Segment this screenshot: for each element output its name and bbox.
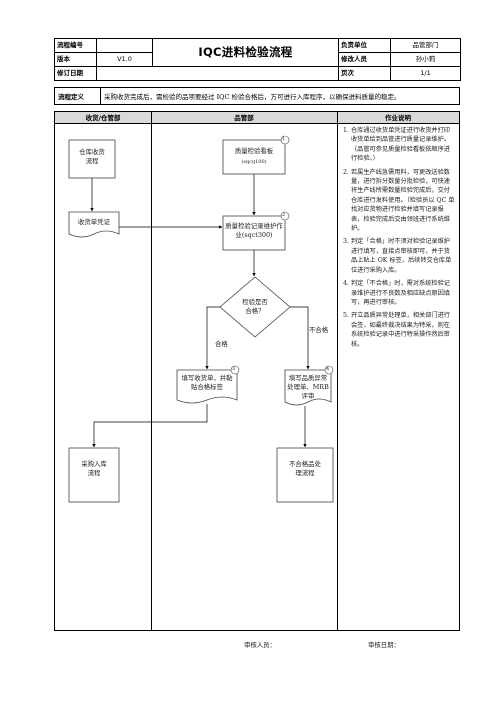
page-number-label: 页次 (338, 66, 391, 81)
nonconform-box (276, 447, 334, 503)
description-item: 3.判定「合格」时不须对检验记录维护进行填写，直接点审核即可，并于货品上贴上 O… (343, 237, 455, 275)
description-item: 5.开立品质异常处理单，相关部门进行会签，如最终裁决结果为特采，则在系统检验记录… (343, 311, 455, 349)
header-table: 流程编号 IQC进料检验流程 负责单位 品管部门 版本 V1.0 修改人员 孙小… (54, 38, 461, 81)
step-badge-1 (280, 135, 290, 145)
description-number: 1. (343, 127, 349, 134)
edge-decision-fail (290, 306, 310, 370)
qc-record-box (222, 215, 286, 251)
dept-label: 负责单位 (338, 38, 391, 53)
edge-receipt-to-purchase (92, 404, 208, 448)
fill-receipt-label: 填写收货单，并黏贴合格标签 (181, 374, 233, 391)
description-text: 若属生产线急需用料，可更改送验数量，进行拆分数量分批检验，可快速将生产线所需数量… (351, 168, 455, 233)
fill-abnormal-label: 填写品质异常处理单、MRB评审 (287, 374, 329, 400)
dept-value: 品管部门 (390, 38, 461, 53)
receipt-voucher-shape (68, 211, 120, 238)
description-text: 仓库通过收货单凭证进行收货并打印收货单给到品管进行质量记录维护。（品管可参见质量… (351, 127, 450, 163)
badge-1-label: 1 (282, 136, 286, 142)
editor-value: 孙小莉 (390, 52, 461, 67)
decision-label: 检验是否 合格？ (242, 298, 268, 315)
reviewer-label: 审核人员： (244, 641, 276, 649)
purchase-in-box (68, 447, 120, 503)
purchase-in-label: 采购入库 流程 (81, 460, 107, 477)
process-definition: 流程定义 采购收货完成后，需检验的品项要经过 IQC 检验合格后，方可进行入库程… (54, 87, 460, 105)
qc-record-label: 质量检验记录维护作业(sqct300) (225, 222, 283, 239)
qc-board-code: (sqcq100) (241, 159, 267, 165)
process-code-label: 流程编号 (54, 38, 97, 53)
edge-decision-pass (205, 306, 220, 370)
description-item: 4.判定「不合格」时，需对系统检验记录维护进行不良数及相应缺点原因填写，再进行审… (343, 279, 455, 307)
page-title: IQC进料检验流程 (152, 38, 339, 67)
column-divider-2 (337, 112, 338, 630)
receipt-voucher-label: 收货单凭证 (78, 218, 110, 226)
description-number: 5. (343, 312, 349, 320)
badge-2-label: 2 (282, 212, 286, 218)
flowchart-body: 收货/仓管部 品管部 作业说明 (54, 111, 460, 631)
column-divider-1 (151, 112, 152, 630)
process-code-value (96, 38, 153, 53)
column-header-description: 作业说明 (337, 112, 459, 124)
badge-3-label: 3 (232, 366, 236, 372)
version-value: V1.0 (96, 52, 153, 67)
version-label: 版本 (54, 52, 97, 67)
revision-date-label: 修订日期 (54, 66, 97, 81)
step-badge-4 (324, 365, 334, 375)
description-number: 2. (343, 168, 349, 176)
fill-receipt-shape (176, 369, 238, 404)
description-number: 4. (343, 280, 349, 288)
page-number-value: 1/1 (390, 66, 461, 81)
edge-fail-label: 不合格 (309, 326, 329, 334)
step-badge-2 (280, 211, 290, 221)
editor-label: 修改人员 (338, 52, 391, 67)
qc-board-box (222, 139, 286, 175)
description-item: 1.仓库通过收货单凭证进行收货并打印收货单给到品管进行质量记录维护。（品管可参见… (343, 126, 455, 164)
column-header-qc: 品管部 (151, 112, 337, 124)
edge-pass-label: 合格 (215, 340, 228, 348)
description-text: 判定「合格」时不须对检验记录维护进行填写，直接点审核即可，并于货品上贴上 OK … (351, 238, 452, 274)
qc-board-label: 质量检验看板 (234, 147, 274, 155)
warehouse-receive-box (68, 139, 116, 179)
nonconform-label: 不合格品处 理流程 (289, 460, 321, 477)
definition-label: 流程定义 (55, 88, 101, 104)
flowchart-diagram (68, 135, 334, 503)
badge-4-label: 4 (326, 366, 330, 372)
description-list: 1.仓库通过收货单凭证进行收货并打印收货单给到品管进行质量记录维护。（品管可参见… (343, 126, 455, 353)
step-badge-3 (230, 365, 240, 375)
decision-diamond (219, 276, 291, 338)
revision-date-value (96, 66, 339, 81)
review-date-label: 审核日期： (368, 641, 400, 649)
warehouse-receive-label: 仓库收货 流程 (79, 148, 105, 165)
description-number: 3. (343, 238, 349, 246)
description-item: 2.若属生产线急需用料，可更改送验数量，进行拆分数量分批检验，可快速将生产线所需… (343, 168, 455, 234)
column-header-receiving: 收货/仓管部 (55, 112, 151, 124)
description-text: 开立品质异常处理单，相关部门进行会签，如最终裁决结果为特采，则在系统检验记录中进… (351, 312, 450, 348)
definition-text: 采购收货完成后，需检验的品项要经过 IQC 检验合格后，方可进行入库程序，以确保… (104, 93, 401, 101)
description-text: 判定「不合格」时，需对系统检验记录维护进行不良数及相应缺点原因填写，再进行审核。 (351, 280, 450, 306)
